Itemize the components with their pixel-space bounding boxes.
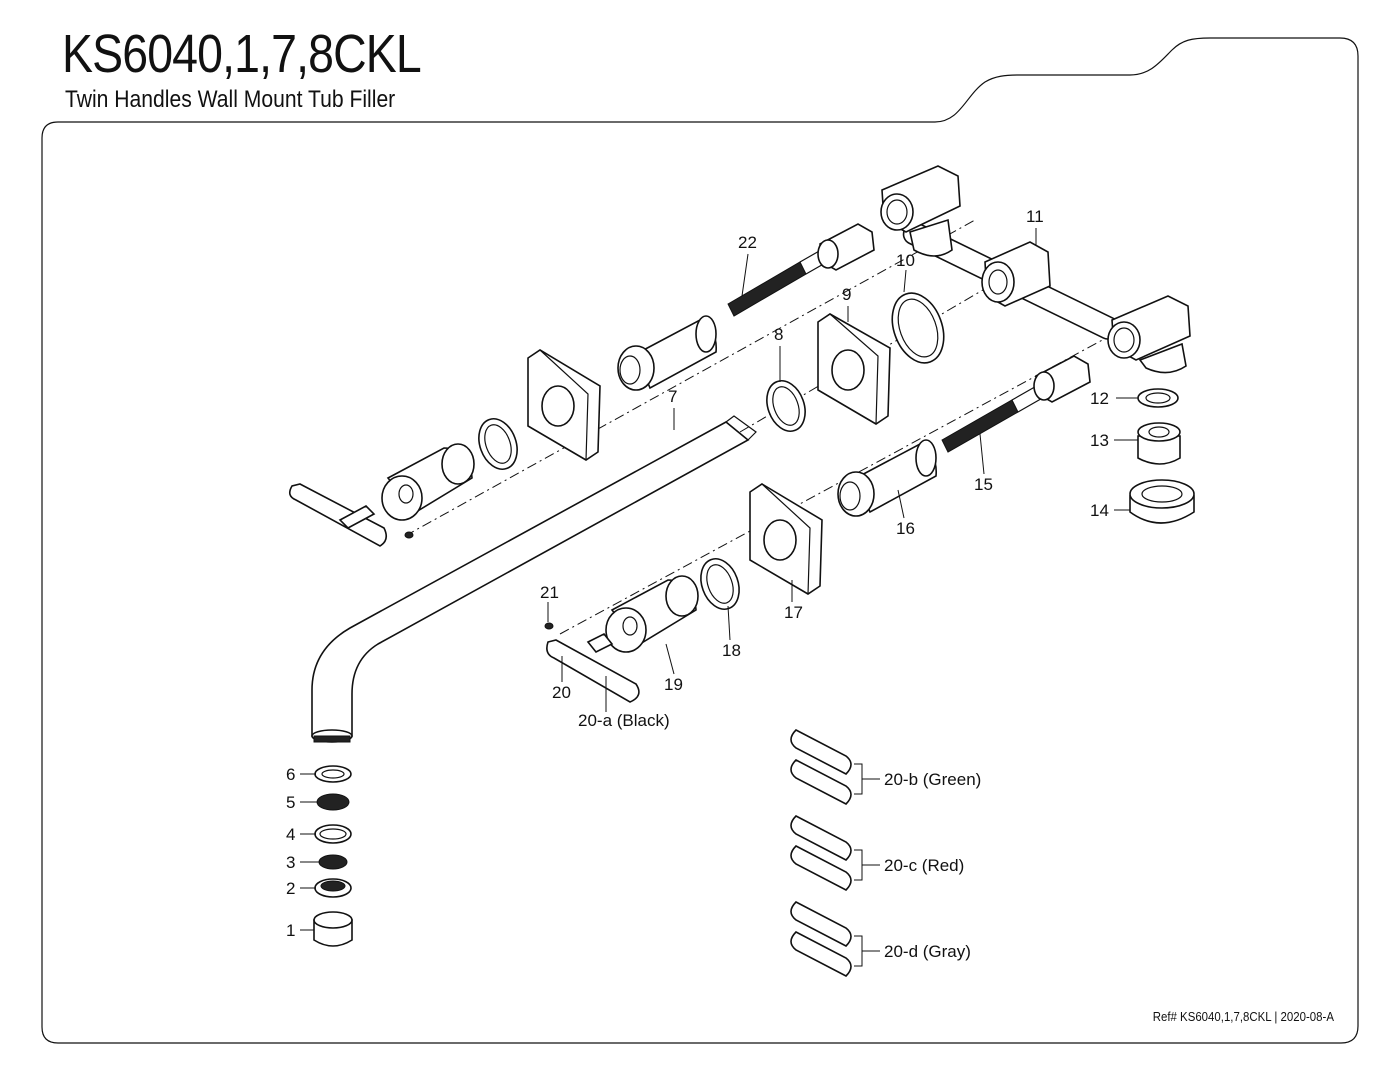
flange-upper-left: [527, 349, 601, 461]
part-label-10: 10: [896, 251, 915, 270]
part-label-7: 7: [668, 387, 677, 406]
valve-body-part-11: [880, 165, 1191, 374]
part-label-14: 14: [1090, 501, 1109, 520]
part-label-18: 18: [722, 641, 741, 660]
drawing-frame: [41, 37, 1359, 1044]
part-labels: 11 22 10 9 8 7 12 13 14 15 16 17 18 21 1…: [286, 207, 1109, 961]
cartridge-part-15: [941, 355, 1091, 453]
part-label-20: 20: [552, 683, 571, 702]
handle-options-levers: [790, 729, 880, 977]
part-label-9: 9: [842, 285, 851, 304]
part-label-5: 5: [286, 793, 295, 812]
leader-lines: [300, 228, 1138, 931]
part-label-11: 11: [1026, 207, 1044, 226]
handle-option-red: 20-c (Red): [884, 856, 964, 875]
flange-part-9: [817, 313, 891, 425]
reference-code: Ref# KS6040,1,7,8CKL | 2020-08-A: [1152, 1009, 1334, 1024]
o-rings: [478, 292, 945, 610]
model-title: KS6040,1,7,8CKL: [62, 24, 422, 84]
part-label-12: 12: [1090, 389, 1109, 408]
part-label-15: 15: [974, 475, 993, 494]
cartridge-part-22: [727, 223, 875, 317]
sleeve-part-16: [837, 439, 937, 517]
handle-upper: [288, 443, 475, 547]
product-subtitle: Twin Handles Wall Mount Tub Filler: [65, 86, 396, 113]
part-label-4: 4: [286, 825, 295, 844]
flange-part-17: [749, 483, 823, 595]
handle-option-gray: 20-d (Gray): [884, 942, 971, 961]
handle-option-green: 20-b (Green): [884, 770, 981, 789]
part-label-6: 6: [286, 765, 295, 784]
part-label-17: 17: [784, 603, 803, 622]
part-label-2: 2: [286, 879, 295, 898]
part-label-21: 21: [540, 583, 559, 602]
part-label-13: 13: [1090, 431, 1109, 450]
part-label-3: 3: [286, 853, 295, 872]
handle-option-black: 20-a (Black): [578, 711, 670, 730]
handle-part-19: [544, 575, 699, 703]
part-label-16: 16: [896, 519, 915, 538]
spout-part-7: [311, 415, 757, 743]
part-label-1: 1: [286, 921, 295, 940]
part-label-19: 19: [664, 675, 683, 694]
outlet-fittings: [1129, 388, 1195, 524]
part-label-22: 22: [738, 233, 757, 252]
part-label-8: 8: [774, 325, 783, 344]
sleeve-upper: [617, 315, 717, 391]
aerator-stack: [313, 765, 353, 947]
